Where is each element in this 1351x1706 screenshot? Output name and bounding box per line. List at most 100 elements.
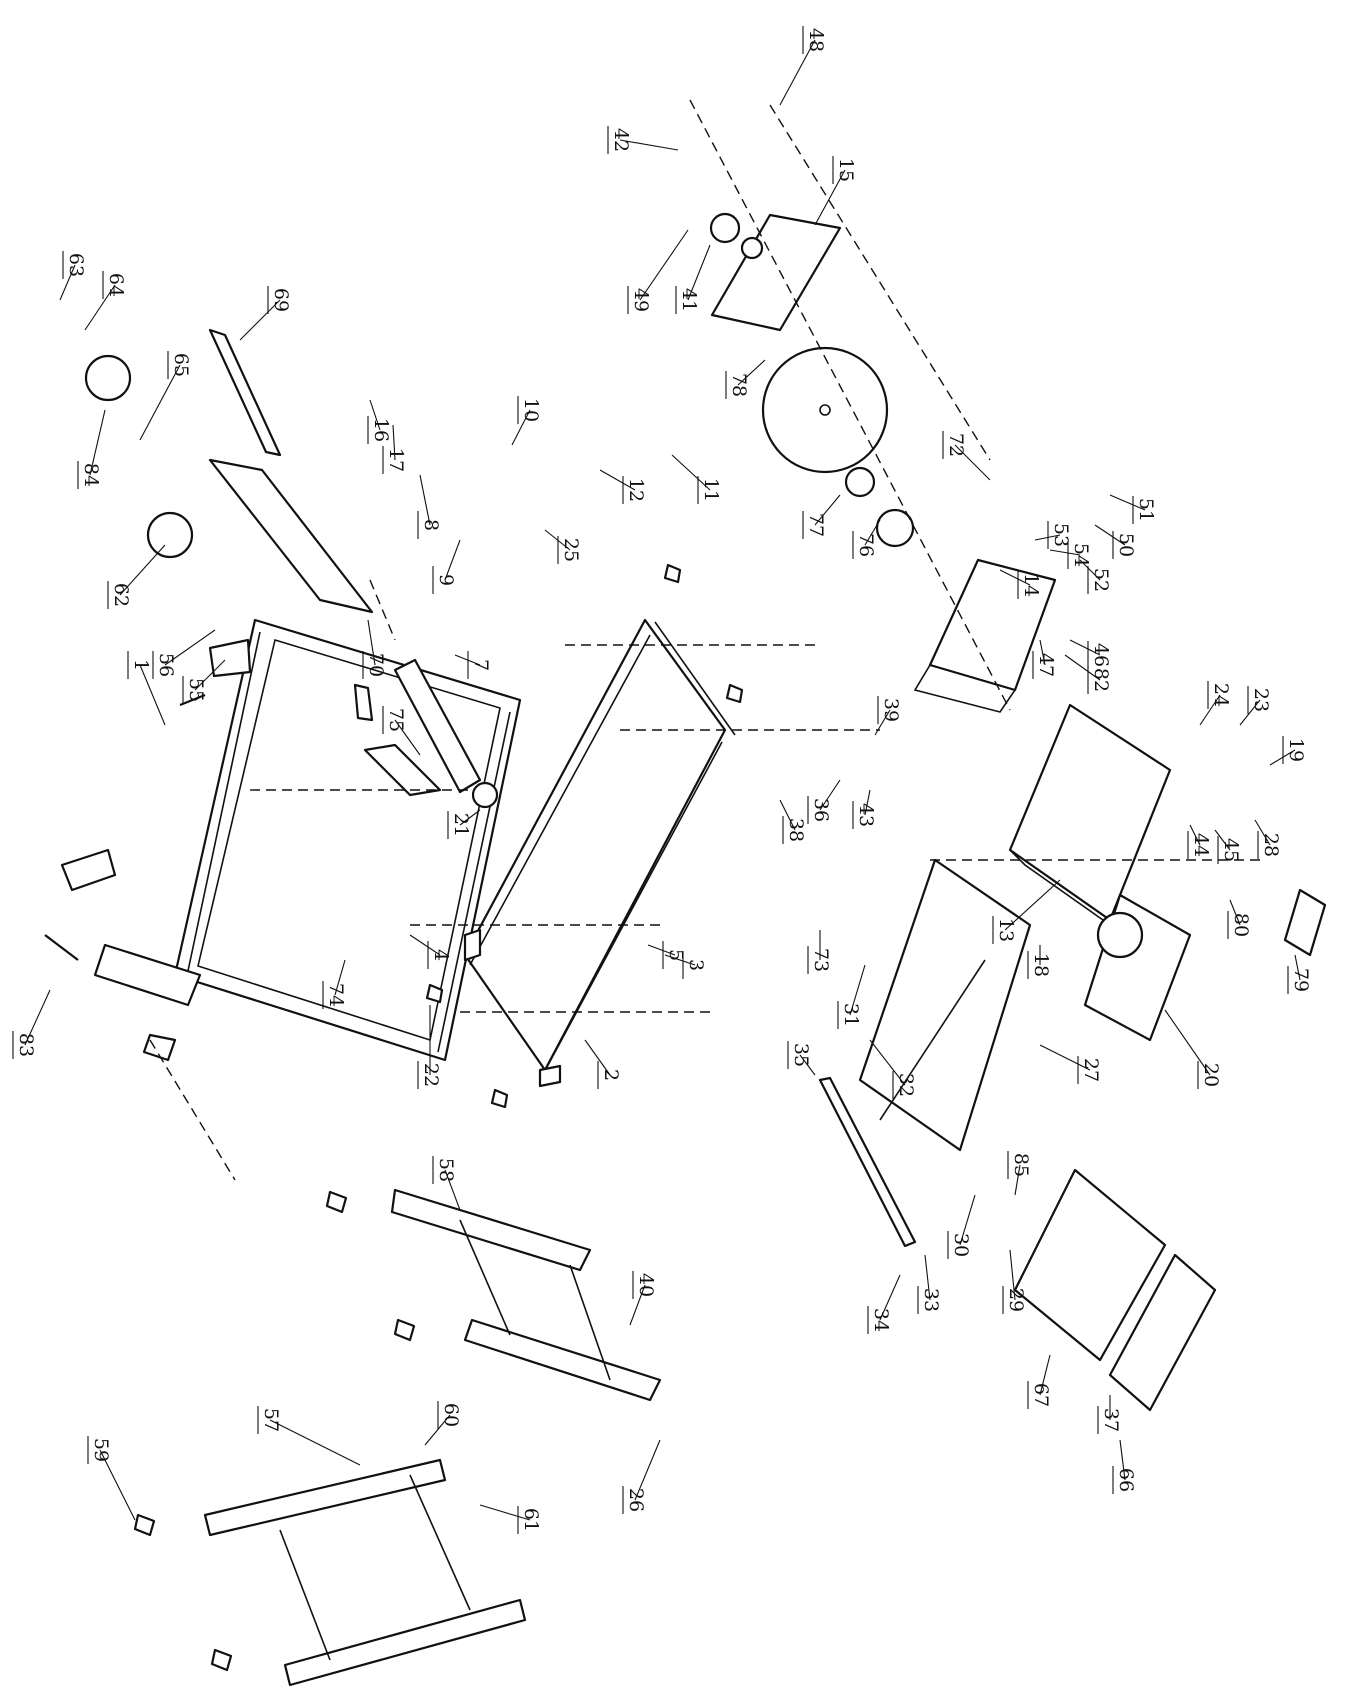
callout-label: 18 (1030, 953, 1052, 977)
callout-52: 52 (1079, 559, 1112, 594)
callout-label: 9 (435, 574, 457, 586)
callout-23: 23 (1239, 686, 1272, 726)
callout-leader (639, 229, 689, 301)
callout-label: 54 (1070, 543, 1092, 567)
callout-83: 83 (12, 989, 51, 1059)
callout-32: 32 (869, 1039, 917, 1099)
callout-leader (84, 284, 116, 331)
callout-label: 31 (840, 1003, 862, 1027)
callout-label: 10 (520, 398, 542, 422)
callout-leader (99, 1449, 136, 1521)
callout-85: 85 (1007, 1151, 1032, 1196)
callout-leader (367, 619, 376, 666)
callout-label: 25 (560, 538, 582, 562)
callout-label: 78 (728, 373, 750, 397)
callout-72: 72 (942, 431, 991, 481)
callout-leader (444, 539, 461, 581)
callout-leader (394, 719, 421, 756)
callout-leader (1214, 829, 1231, 851)
callout-76: 76 (852, 519, 881, 559)
callout-leader (959, 1194, 976, 1246)
callout-leader (687, 244, 711, 301)
callout-11: 11 (671, 454, 722, 504)
callout-leader (1294, 954, 1301, 981)
extension-boards (1013, 1168, 1217, 1412)
callout-62: 62 (107, 544, 166, 609)
callout-label: 77 (805, 513, 827, 537)
callout-leader (629, 1284, 646, 1326)
hardware-parts (44, 354, 744, 1672)
callout-label: 50 (1115, 533, 1137, 557)
callout-label: 74 (325, 983, 347, 1007)
callout-45: 45 (1214, 829, 1242, 864)
callout-60: 60 (424, 1401, 462, 1446)
callout-63: 63 (59, 251, 87, 301)
callout-leader (924, 1254, 931, 1301)
callout-69: 69 (239, 286, 292, 341)
callout-44: 44 (1187, 824, 1212, 859)
callout-13: 13 (992, 879, 1061, 944)
callout-leader (819, 779, 841, 811)
callout-leader (419, 474, 431, 526)
motor (1083, 893, 1192, 1042)
callout-label: 38 (785, 818, 807, 842)
callout-22: 22 (417, 1005, 442, 1089)
callout-label: 76 (855, 533, 877, 557)
callout-46: 46 (1069, 639, 1112, 669)
callout-label: 48 (805, 28, 827, 52)
callout-label: 64 (105, 273, 127, 297)
callout-41: 41 (675, 244, 711, 314)
callout-leader (269, 1419, 361, 1466)
callout-79: 79 (1287, 954, 1312, 994)
callout-label: 56 (155, 653, 177, 677)
callout-label: 3 (685, 959, 707, 971)
callout-18: 18 (1027, 945, 1052, 979)
callout-57: 57 (257, 1406, 361, 1466)
callout-51: 51 (1109, 494, 1157, 524)
callout-14: 14 (999, 569, 1042, 599)
callout-label: 28 (1260, 833, 1282, 857)
callout-2: 2 (584, 1039, 622, 1089)
callout-label: 20 (1200, 1063, 1222, 1087)
callout-label: 84 (80, 463, 102, 487)
callout-leader (664, 954, 696, 966)
callout-label: 44 (1190, 833, 1212, 857)
callout-leader (634, 1439, 661, 1501)
callout-leader (1039, 1354, 1051, 1396)
callout-70: 70 (362, 619, 387, 679)
callout-30: 30 (947, 1194, 976, 1259)
callout-54: 54 (1049, 541, 1092, 569)
callout-21: 21 (447, 809, 481, 839)
motor-bracket (913, 558, 1057, 713)
callout-label: 7 (470, 659, 492, 671)
callout-42: 42 (607, 126, 679, 154)
callout-label: 29 (1005, 1288, 1027, 1312)
callout-label: 27 (1080, 1058, 1102, 1082)
callout-leader (139, 364, 181, 441)
callout-label: 32 (895, 1073, 917, 1097)
callout-leader (864, 789, 871, 816)
callout-label: 60 (440, 1403, 462, 1427)
callout-3: 3 (664, 951, 707, 979)
callout-leader (1064, 654, 1101, 681)
callout-leader (1109, 494, 1146, 511)
callout-label: 14 (1020, 573, 1042, 597)
cover-plate (208, 328, 374, 614)
callout-leader (459, 809, 481, 826)
callout-leader (409, 934, 441, 956)
callout-leader (619, 139, 679, 151)
callout-label: 37 (1100, 1408, 1122, 1432)
callout-leader (1119, 1439, 1126, 1481)
callout-leader (864, 519, 881, 546)
callout-label: 16 (370, 418, 392, 442)
callout-leader (1164, 1009, 1211, 1076)
callout-leader (814, 494, 841, 526)
callout-55: 55 (182, 659, 226, 704)
callout-label: 43 (855, 803, 877, 827)
motor-mount (1008, 703, 1172, 933)
callout-label: 55 (185, 678, 207, 702)
leg-frame-lower (203, 1458, 527, 1687)
callout-label: 26 (625, 1488, 647, 1512)
